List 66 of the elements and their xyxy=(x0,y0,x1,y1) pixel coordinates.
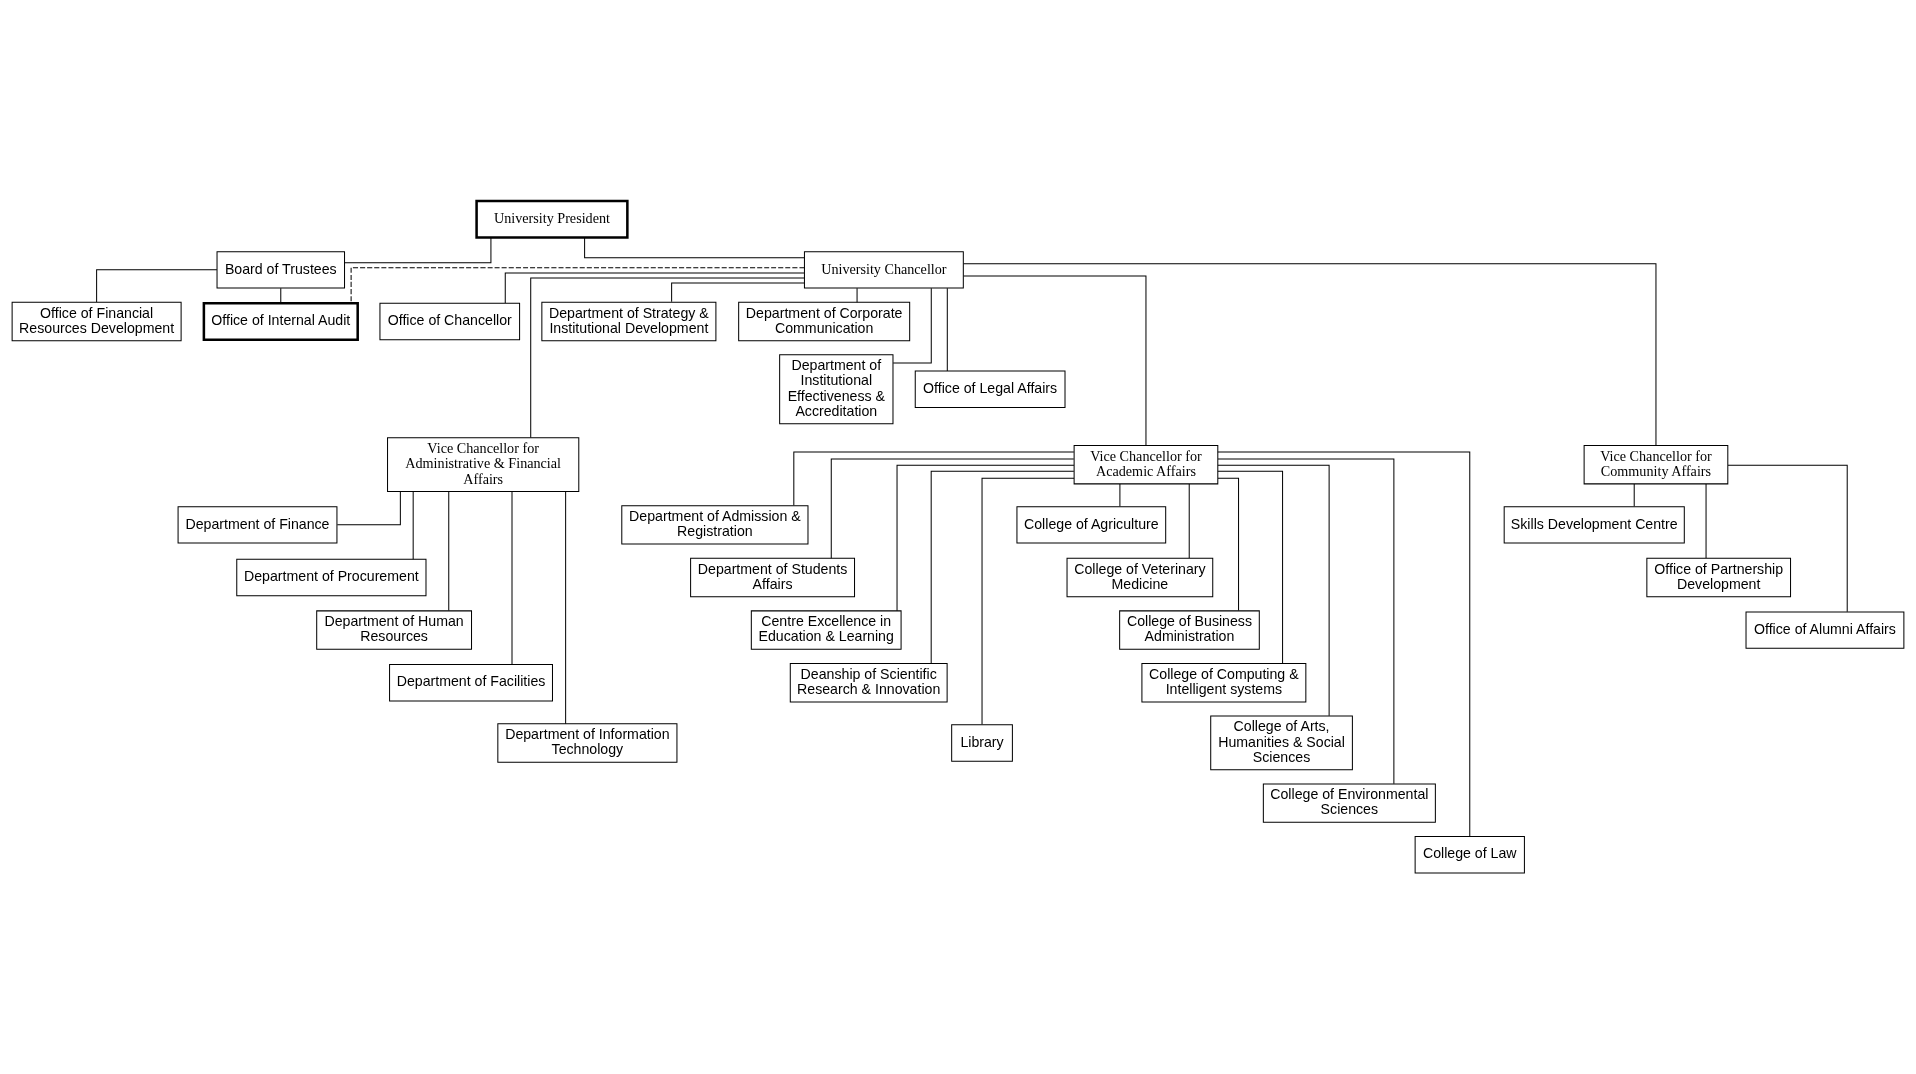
node-box: Library xyxy=(951,724,1013,762)
connector xyxy=(963,275,1147,446)
connector xyxy=(1217,458,1395,785)
node-box: Centre Excellence in Education & Learning xyxy=(750,610,902,650)
connector xyxy=(96,269,218,303)
connector xyxy=(336,491,401,526)
connector xyxy=(1633,483,1635,507)
connector xyxy=(344,237,492,264)
connector xyxy=(412,491,414,560)
node-box: College of Arts, Humanities & Social Sciences xyxy=(1210,715,1353,771)
connector xyxy=(1705,483,1707,559)
node-box: Department of Students Affairs xyxy=(690,557,856,598)
connector xyxy=(892,287,932,364)
connector xyxy=(511,491,513,665)
connector xyxy=(930,470,1075,664)
connector xyxy=(1119,483,1121,507)
connector xyxy=(856,287,858,303)
node-box: Department of Facilities xyxy=(389,664,553,702)
node-box: Office of Financial Resources Development xyxy=(11,301,182,342)
connector xyxy=(280,287,282,304)
node-box: Office of Alumni Affairs xyxy=(1745,611,1905,649)
connector xyxy=(350,267,805,304)
node-box: College of Law xyxy=(1414,836,1525,874)
node-box: Office of Chancellor xyxy=(379,302,521,341)
node-box: College of Veterinary Medicine xyxy=(1066,557,1214,598)
node-box: Vice Chancellor for Community Affairs xyxy=(1583,444,1729,485)
node-box: Vice Chancellor for Academic Affairs xyxy=(1073,444,1219,485)
node-box: Department of Procurement xyxy=(236,558,427,597)
node-box: Skills Development Centre xyxy=(1503,506,1685,544)
connector xyxy=(981,477,1075,725)
connector xyxy=(830,458,1075,559)
node-box: Deanship of Scientific Research & Innovation xyxy=(789,663,948,703)
connector xyxy=(1217,451,1471,837)
node-box: Vice Chancellor for Administrative & Financial Affairs xyxy=(387,437,580,492)
connector xyxy=(946,287,948,372)
connector xyxy=(896,464,1075,612)
node-box: Department of Admission & Registration xyxy=(621,505,809,545)
connector xyxy=(793,451,1075,506)
node-box: College of Computing & Intelligent systems xyxy=(1141,663,1307,703)
connector xyxy=(504,272,805,304)
connector xyxy=(584,237,805,259)
connector xyxy=(530,277,805,438)
connector xyxy=(1727,464,1848,613)
node-box: College of Environmental Sciences xyxy=(1262,783,1436,823)
node-box: Department of Corporate Communication xyxy=(738,301,911,342)
node-box: Department of Institutional Effectiveness & Accreditation xyxy=(779,354,894,425)
node-box: Office of Legal Affairs xyxy=(914,370,1066,408)
node-box: College of Business Administration xyxy=(1119,610,1260,650)
node-box: Office of Internal Audit xyxy=(202,302,359,341)
node-box: College of Agriculture xyxy=(1016,506,1167,544)
node-box: Board of Trustees xyxy=(216,251,346,289)
node-box: University Chancellor xyxy=(803,251,964,289)
node-box: Office of Partnership Development xyxy=(1646,557,1792,598)
connector xyxy=(671,282,805,303)
connector xyxy=(1188,483,1190,559)
node-box: Department of Human Resources xyxy=(316,610,473,650)
node-box: Department of Information Technology xyxy=(497,723,678,763)
node-box: Department of Strategy & Institutional Development xyxy=(541,301,717,342)
connector xyxy=(1217,464,1330,717)
node-box: Department of Finance xyxy=(177,506,338,544)
node-box: University President xyxy=(475,199,629,239)
connector xyxy=(565,491,567,725)
connector xyxy=(1217,470,1284,664)
connector xyxy=(1217,477,1240,612)
connector xyxy=(448,491,450,611)
connector xyxy=(963,263,1657,446)
